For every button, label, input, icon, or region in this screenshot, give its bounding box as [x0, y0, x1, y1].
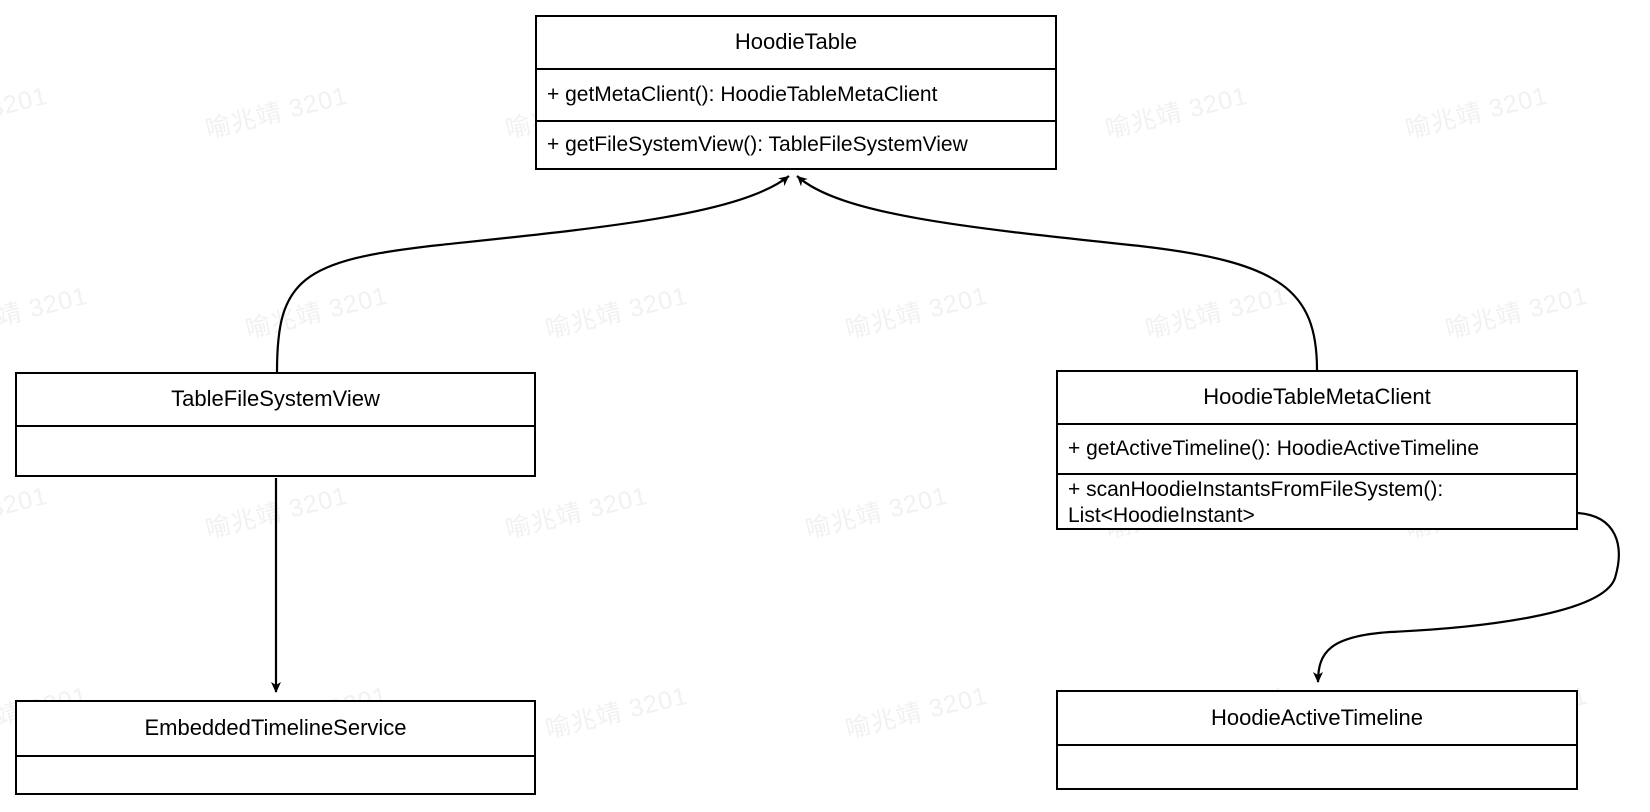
uml-member-row: + getActiveTimeline(): HoodieActiveTimel…: [1068, 437, 1480, 460]
uml-class-table-file-system-view[interactable]: TableFileSystemView: [15, 372, 536, 477]
edge-hoodietablemetaclient-to-hoodieactivetimeline: [1313, 511, 1620, 683]
uml-class-name-table-file-system-view: TableFileSystemView: [17, 374, 534, 427]
uml-class-hoodie-table-meta-client[interactable]: HoodieTableMetaClient + getActiveTimeline…: [1056, 370, 1578, 530]
uml-member-row: [17, 757, 534, 797]
uml-class-embedded-timeline-service[interactable]: EmbeddedTimelineService: [15, 700, 536, 795]
uml-class-name-hoodie-active-timeline: HoodieActiveTimeline: [1058, 692, 1576, 746]
uml-member-row: + getFileSystemView(): TableFileSystemVi…: [537, 120, 1055, 168]
uml-class-name-embedded-timeline-service: EmbeddedTimelineService: [17, 702, 534, 757]
uml-member-row: + scanHoodieInstantsFromFileSystem(): Li…: [1058, 473, 1576, 530]
uml-class-hoodie-active-timeline[interactable]: HoodieActiveTimeline: [1056, 690, 1578, 790]
uml-member-row: [17, 427, 534, 477]
uml-class-hoodie-table[interactable]: HoodieTable + getMetaClient(): HoodieTabl…: [535, 15, 1057, 170]
uml-class-name-hoodie-table: HoodieTable: [537, 17, 1055, 70]
uml-member-row: + getMetaClient(): HoodieTableMetaClient: [547, 83, 938, 106]
uml-class-name-hoodie-table-meta-client: HoodieTableMetaClient: [1058, 372, 1576, 425]
edge-hoodietablemetaclient-to-hoodietable: [796, 175, 1319, 371]
uml-member-row: [1058, 746, 1576, 792]
edge-tablefilesystemview-to-hoodietable: [275, 175, 790, 373]
